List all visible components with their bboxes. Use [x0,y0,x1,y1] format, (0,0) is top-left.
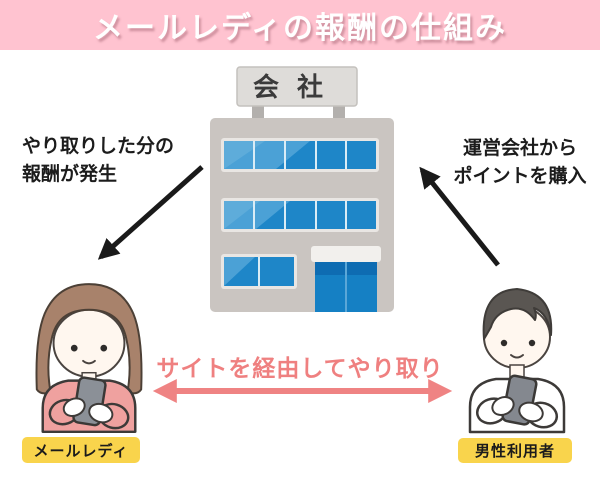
left-note: やり取りした分の 報酬が発生 [22,132,202,188]
woman-with-phone-illustration [25,276,153,434]
center-flow-label: サイトを経由してやり取り [156,356,444,382]
company-sign-board [236,66,358,107]
man-with-phone-illustration [450,277,585,434]
company-building-illustration: 会社 [205,62,395,314]
company-sign-label: 会社 [253,72,341,103]
right-note-line2: ポイントを購入 [453,165,587,187]
building-icon: 会社 [210,66,394,312]
sign-post-left [252,104,264,120]
arrow-male-user-to-company [419,166,500,267]
male-user-badge: 男性利用者 [458,438,572,463]
left-note-line2: 報酬が発生 [22,163,118,185]
page-title: メールレディの報酬の仕組み [93,11,507,46]
window-small [221,254,297,289]
right-note-line1: 運営会社から [462,137,577,159]
arrow-company-to-mail-lady [97,165,204,260]
mail-lady-badge: メールレディ [22,437,140,463]
window-band-1 [221,138,379,172]
sign-post-right [333,104,345,120]
right-note: 運営会社から ポイントを購入 [445,134,595,190]
man-icon [468,288,566,434]
title-banner: メールレディの報酬の仕組み [0,0,600,50]
entrance-door [311,246,381,312]
woman-icon [35,283,143,434]
left-note-line1: やり取りした分の [22,135,175,157]
window-band-2 [221,198,379,232]
